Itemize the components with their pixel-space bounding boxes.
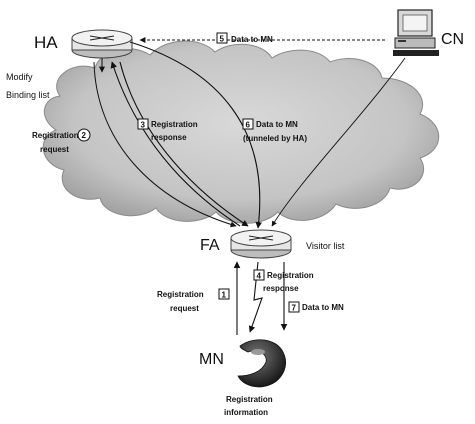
step-7-label: 7 Data to MN xyxy=(289,302,344,313)
mobile-node-icon xyxy=(238,340,286,387)
ha-label: HA xyxy=(34,33,58,52)
step-6-number: 6 xyxy=(246,121,251,130)
mn-label: MN xyxy=(199,351,224,368)
step-7-number: 7 xyxy=(292,304,297,313)
binding-list-label: Binding list xyxy=(6,90,50,100)
reg-request-top-line1: Registration xyxy=(32,131,79,140)
network-cloud xyxy=(43,41,439,223)
cn-data-label: Data to MN xyxy=(231,35,273,44)
ha-router-icon xyxy=(72,30,132,58)
fa-router-icon xyxy=(231,230,291,258)
reg-info-line1: Registration xyxy=(226,395,273,404)
modify-label: Modify xyxy=(6,72,33,82)
reg-response-bottom-line1: Registration xyxy=(267,271,314,280)
reg-response-bottom-line2: response xyxy=(263,284,299,293)
step-3-number: 3 xyxy=(141,121,146,130)
reg-request-bottom-line1: Registration xyxy=(157,290,204,299)
visitor-list-label: Visitor list xyxy=(306,241,345,251)
reg-response-top-line1: Registration xyxy=(151,120,198,129)
step-5-label: 5 Data to MN xyxy=(217,33,273,44)
reg-response-top-line2: response xyxy=(151,133,187,142)
step-5-number: 5 xyxy=(220,35,225,44)
reg-request-top-line2: request xyxy=(40,145,69,154)
reg-info-line2: information xyxy=(224,408,268,417)
data-fa-to-mn-label: Data to MN xyxy=(302,303,344,312)
fa-label: FA xyxy=(200,237,220,254)
reg-request-bottom-line2: request xyxy=(170,304,199,313)
step-1-label: Registration 1 request xyxy=(157,289,229,313)
data-tunneled-line1: Data to MN xyxy=(256,120,298,129)
data-tunneled-line2: (tunneled by HA) xyxy=(243,134,307,143)
cn-label: CN xyxy=(441,31,464,48)
step-1-number: 1 xyxy=(222,291,227,300)
cn-computer-icon xyxy=(393,10,439,56)
step-2-number: 2 xyxy=(82,131,87,140)
step-4-number: 4 xyxy=(257,272,262,281)
